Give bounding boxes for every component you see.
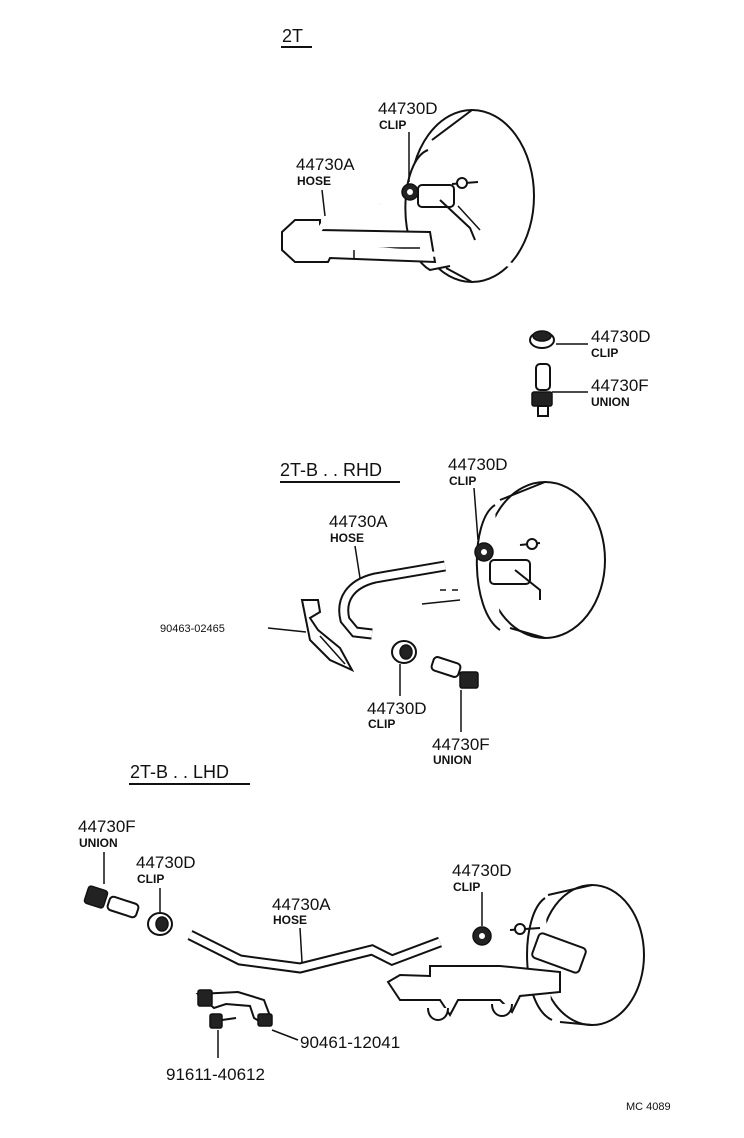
brake-booster-drawing xyxy=(386,884,645,1026)
label-clip-left-name: CLIP xyxy=(137,872,164,886)
label-clip-right-number: 44730D xyxy=(452,861,512,880)
label-union-left-name: UNION xyxy=(79,836,118,850)
clip-right-drawing xyxy=(472,926,492,946)
section-title-lhd: 2T-B . . LHD xyxy=(130,762,229,782)
label-hose-name: HOSE xyxy=(330,531,364,545)
label-clip-top-number: 44730D xyxy=(448,455,508,474)
clamp-drawing xyxy=(195,989,273,1027)
label-clip-top-name: CLIP xyxy=(449,474,476,488)
label-clip-top-number: 44730D xyxy=(378,99,438,118)
bolt-drawing xyxy=(209,1013,237,1029)
clip-drawing xyxy=(401,183,419,201)
label-union-left-number: 44730F xyxy=(78,817,136,836)
section-2tb-rhd: 2T-B . . RHD xyxy=(160,455,606,767)
clip-left-drawing xyxy=(147,912,173,936)
section-title-2t: 2T xyxy=(282,26,303,46)
label-hose-name: HOSE xyxy=(273,913,307,927)
section-2tb-lhd: 2T-B . . LHD xyxy=(78,762,645,1084)
label-clip-bottom-number: 44730D xyxy=(367,699,427,718)
label-union-bottom-name: UNION xyxy=(433,753,472,767)
union-bottom-drawing xyxy=(430,656,479,689)
brake-booster-drawing xyxy=(281,109,535,283)
label-clip-right-number: 44730D xyxy=(591,327,651,346)
union-left-drawing xyxy=(83,885,140,919)
brake-booster-drawing xyxy=(475,481,606,639)
diagram-code: MC 4089 xyxy=(626,1101,671,1113)
section-2t: 2T xyxy=(281,26,651,417)
label-clamp-number: 90461-12041 xyxy=(300,1033,400,1052)
section-title-rhd: 2T-B . . RHD xyxy=(280,460,382,480)
label-hose-number: 44730A xyxy=(272,895,331,914)
clip-drawing xyxy=(474,542,494,562)
label-clip-right-name: CLIP xyxy=(453,880,480,894)
clip-bottom-drawing xyxy=(391,640,417,664)
label-clip-bottom-name: CLIP xyxy=(368,717,395,731)
label-hose-number: 44730A xyxy=(296,155,355,174)
label-union-right-name: UNION xyxy=(591,395,630,409)
label-hose-name: HOSE xyxy=(297,174,331,188)
bracket-drawing xyxy=(300,599,355,673)
label-clip-right-name: CLIP xyxy=(591,346,618,360)
clip-right-drawing xyxy=(529,330,555,349)
label-bracket-number: 90463-02465 xyxy=(160,623,225,635)
union-right-drawing xyxy=(531,363,553,417)
label-hose-number: 44730A xyxy=(329,512,388,531)
label-clip-top-name: CLIP xyxy=(379,118,406,132)
label-bolt-number: 91611-40612 xyxy=(166,1065,265,1084)
label-union-bottom-number: 44730F xyxy=(432,735,490,754)
label-clip-left-number: 44730D xyxy=(136,853,196,872)
label-union-right-number: 44730F xyxy=(591,376,649,395)
